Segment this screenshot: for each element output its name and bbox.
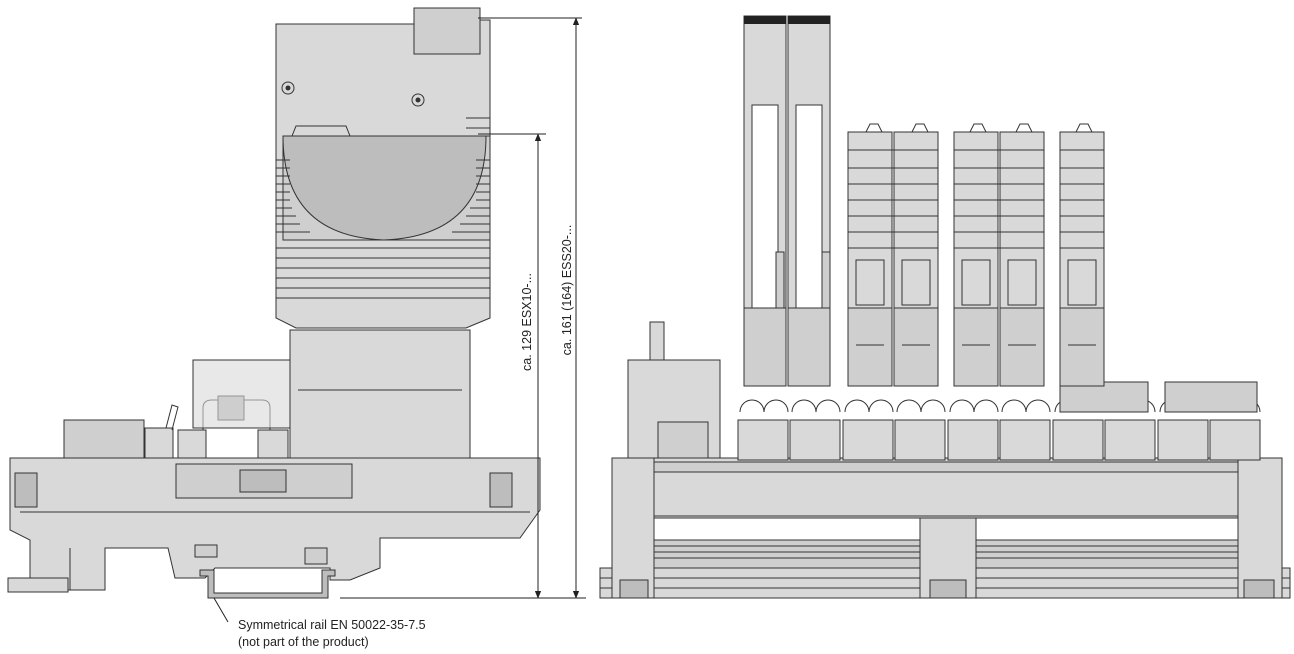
front-view [599, 15, 1291, 599]
neck-housing [289, 329, 471, 459]
terminal-row [737, 381, 1261, 461]
rail-leader [213, 597, 229, 623]
terminal-block [63, 419, 145, 459]
side-view [7, 7, 586, 623]
tall-breakers [743, 15, 831, 387]
symmetrical-rail [199, 569, 336, 599]
esx10-dimension-label: ca. 129 ESX10-... [520, 273, 534, 371]
ess20-dimension-label: ca. 161 (164) ESS20-... [560, 225, 574, 356]
vent-slots [276, 159, 490, 299]
end-cap-right [1237, 457, 1283, 599]
small-breakers [847, 123, 1105, 387]
rail-note-line1: Symmetrical rail EN 50022-35-7.5 [238, 618, 426, 632]
rail-note-line2: (not part of the product) [238, 635, 369, 649]
end-cap-left [611, 457, 655, 599]
